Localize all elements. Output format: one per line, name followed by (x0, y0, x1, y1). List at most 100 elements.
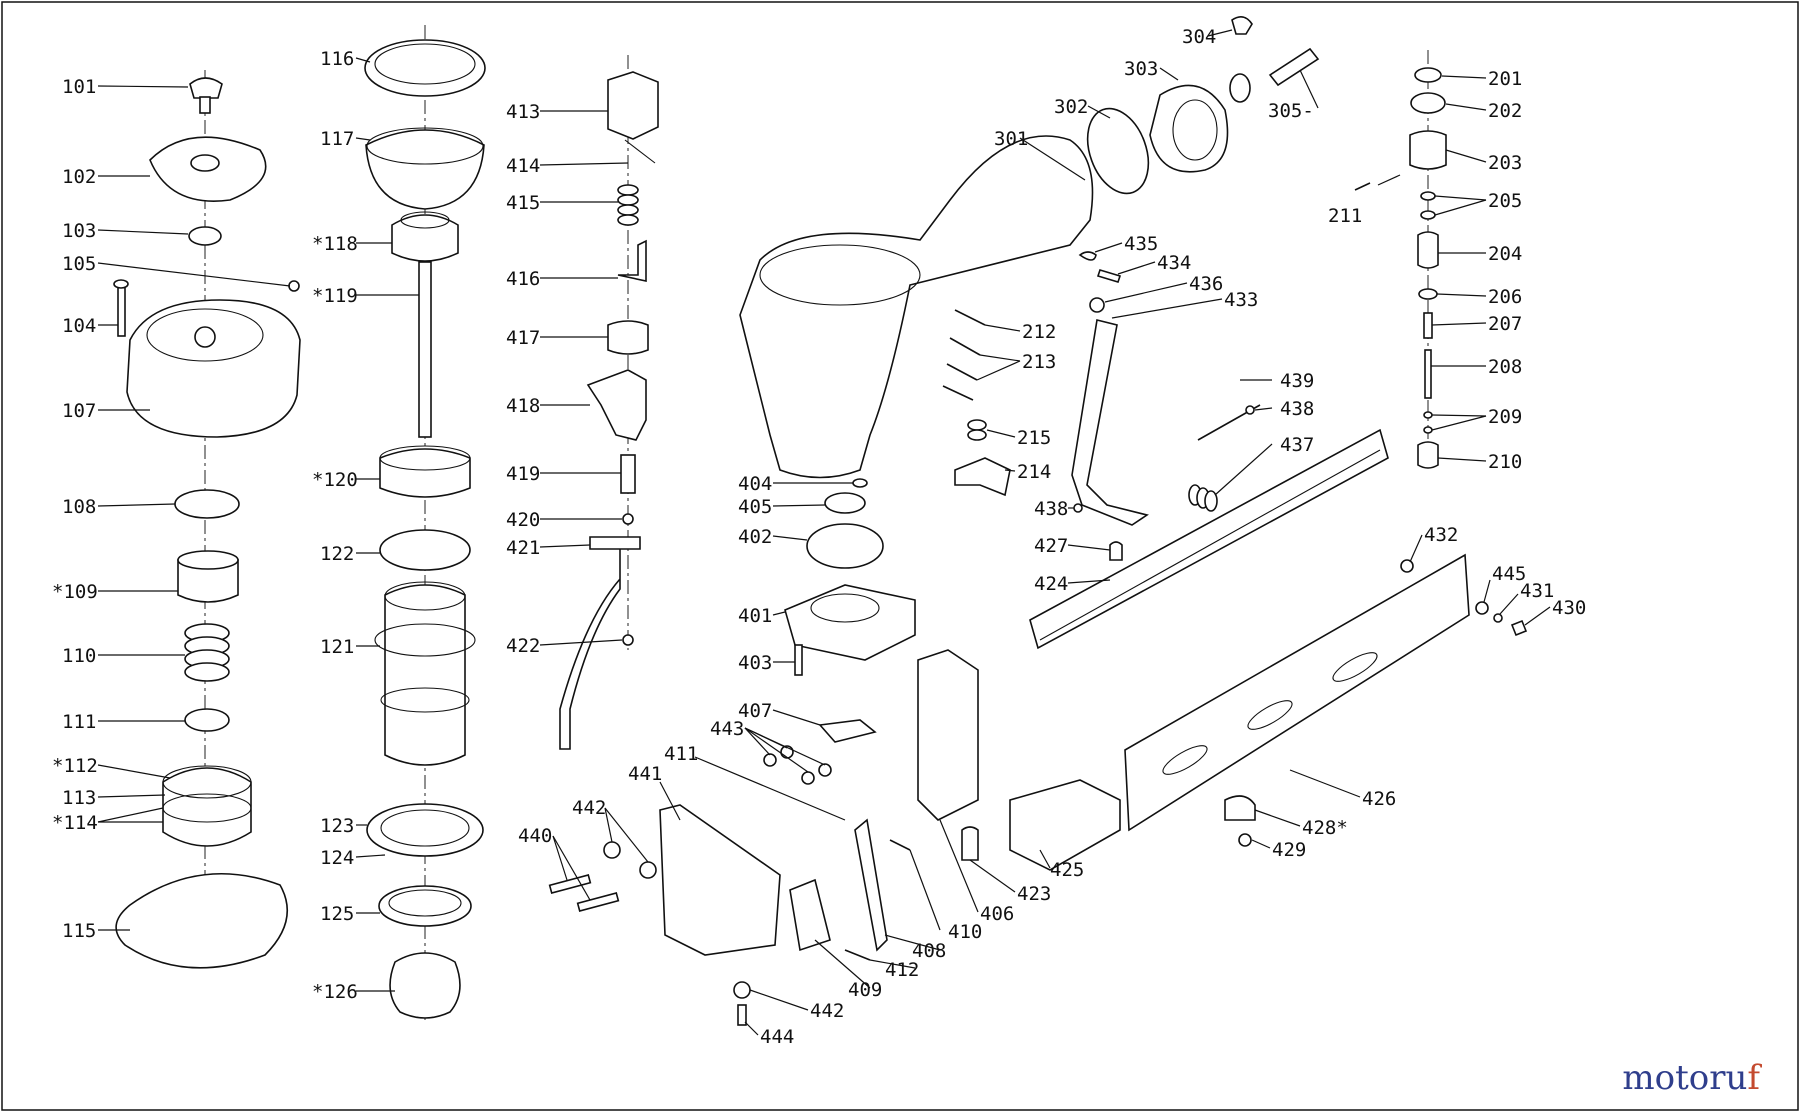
label-108: 108 (62, 496, 96, 518)
part-205-washer (1420, 191, 1436, 201)
part-444-bolt (737, 1004, 747, 1026)
label-201: 201 (1488, 68, 1522, 90)
label-421: 421 (506, 537, 540, 559)
label-212: 212 (1022, 321, 1056, 343)
part-427-screw (1109, 541, 1123, 561)
label-434: 434 (1157, 252, 1191, 274)
part-422-trigger-arm (559, 536, 641, 750)
part-413-trigger-block (607, 71, 659, 140)
label-402: 402 (738, 526, 772, 548)
label-442-lower: 442 (810, 1000, 844, 1022)
label-431: 431 (1520, 580, 1554, 602)
part-401-nose-base (784, 584, 916, 661)
label-417: 417 (506, 327, 540, 349)
label-115: 115 (62, 920, 96, 942)
part-101-knob (189, 77, 223, 99)
label-438-lower: 438 (1034, 498, 1068, 520)
label-413: 413 (506, 101, 540, 123)
label-410: 410 (948, 921, 982, 943)
label-124: 124 (320, 847, 354, 869)
label-214: 214 (1017, 461, 1051, 483)
label-409: 409 (848, 979, 882, 1001)
label-206: 206 (1488, 286, 1522, 308)
label-208: 208 (1488, 356, 1522, 378)
label-441: 441 (628, 763, 662, 785)
part-434-bolt (1096, 269, 1122, 283)
label-104: 104 (62, 315, 96, 337)
part-215-spring (967, 419, 987, 441)
part-204-valve (1417, 231, 1439, 269)
part-408-lever (854, 818, 888, 952)
part-438-clip (1245, 405, 1255, 415)
label-209: 209 (1488, 406, 1522, 428)
part-425-nosepiece (1009, 779, 1121, 871)
label-202: 202 (1488, 100, 1522, 122)
label-412: 412 (885, 959, 919, 981)
label-207: 207 (1488, 313, 1522, 335)
label-123: 123 (320, 815, 354, 837)
label-305: 305- (1268, 100, 1314, 122)
label-404: 404 (738, 473, 772, 495)
part-416-lever (617, 239, 647, 282)
label-408: 408 (912, 940, 946, 962)
part-108-oring (174, 489, 240, 519)
part-302-oring (1086, 107, 1150, 195)
part-116-ring (364, 39, 486, 97)
label-210: 210 (1488, 451, 1522, 473)
label-424: 424 (1034, 573, 1068, 595)
part-441-plate (659, 804, 781, 956)
label-433: 433 (1224, 289, 1258, 311)
part-426-magazine-body (1124, 553, 1470, 832)
motoruf-watermark: motoruf (1622, 1058, 1760, 1098)
part-405-plate (824, 492, 866, 514)
part-211-pin (1354, 182, 1371, 191)
part-207-spring (1423, 312, 1433, 339)
part-213-pin (949, 337, 981, 356)
label-445: 445 (1492, 563, 1526, 585)
part-428-clip (1224, 795, 1256, 821)
label-205: 205 (1488, 190, 1522, 212)
label-203: 203 (1488, 152, 1522, 174)
part-203-cap (1409, 130, 1447, 170)
part-437-spring (1188, 484, 1218, 512)
label-110: 110 (62, 645, 96, 667)
part-209-ring (1423, 411, 1433, 419)
label-112: *112 (52, 755, 98, 777)
label-420: 420 (506, 509, 540, 531)
label-101: 101 (62, 76, 96, 98)
watermark-text-accent: f (1747, 1058, 1760, 1098)
label-302: 302 (1054, 96, 1088, 118)
part-305-fitting (1268, 47, 1320, 87)
part-column-cap (113, 70, 301, 969)
label-436: 436 (1189, 273, 1223, 295)
label-118: *118 (312, 233, 358, 255)
part-429-screw (1238, 833, 1252, 847)
label-443: 443 (710, 718, 744, 740)
part-301-housing (739, 135, 1094, 479)
part-112-valve-seat (162, 767, 252, 847)
part-436-nut (1089, 297, 1105, 313)
part-labels: 101 102 103 105 104 107 108 *109 110 111… (52, 26, 1586, 1048)
part-body-housing (739, 16, 1320, 479)
label-422: 422 (506, 635, 540, 657)
label-304: 304 (1182, 26, 1216, 48)
part-432-nut (1400, 559, 1414, 573)
part-column-valve-2xx (1354, 50, 1447, 469)
part-431-washer (1493, 613, 1503, 623)
part-402-oring (806, 523, 884, 569)
part-210-collar (1417, 441, 1439, 469)
label-401: 401 (738, 605, 772, 627)
part-105-screw (288, 280, 300, 292)
label-103: 103 (62, 220, 96, 242)
label-415: 415 (506, 192, 540, 214)
label-419: 419 (506, 463, 540, 485)
label-432: 432 (1424, 524, 1458, 546)
part-104-bolt (117, 283, 126, 337)
part-433-bracket (1071, 319, 1149, 526)
part-group-nose (548, 478, 1256, 1026)
part-417-bushing (607, 320, 649, 355)
part-123-ring (366, 803, 484, 857)
label-425: 425 (1050, 859, 1084, 881)
label-109: *109 (52, 581, 98, 603)
